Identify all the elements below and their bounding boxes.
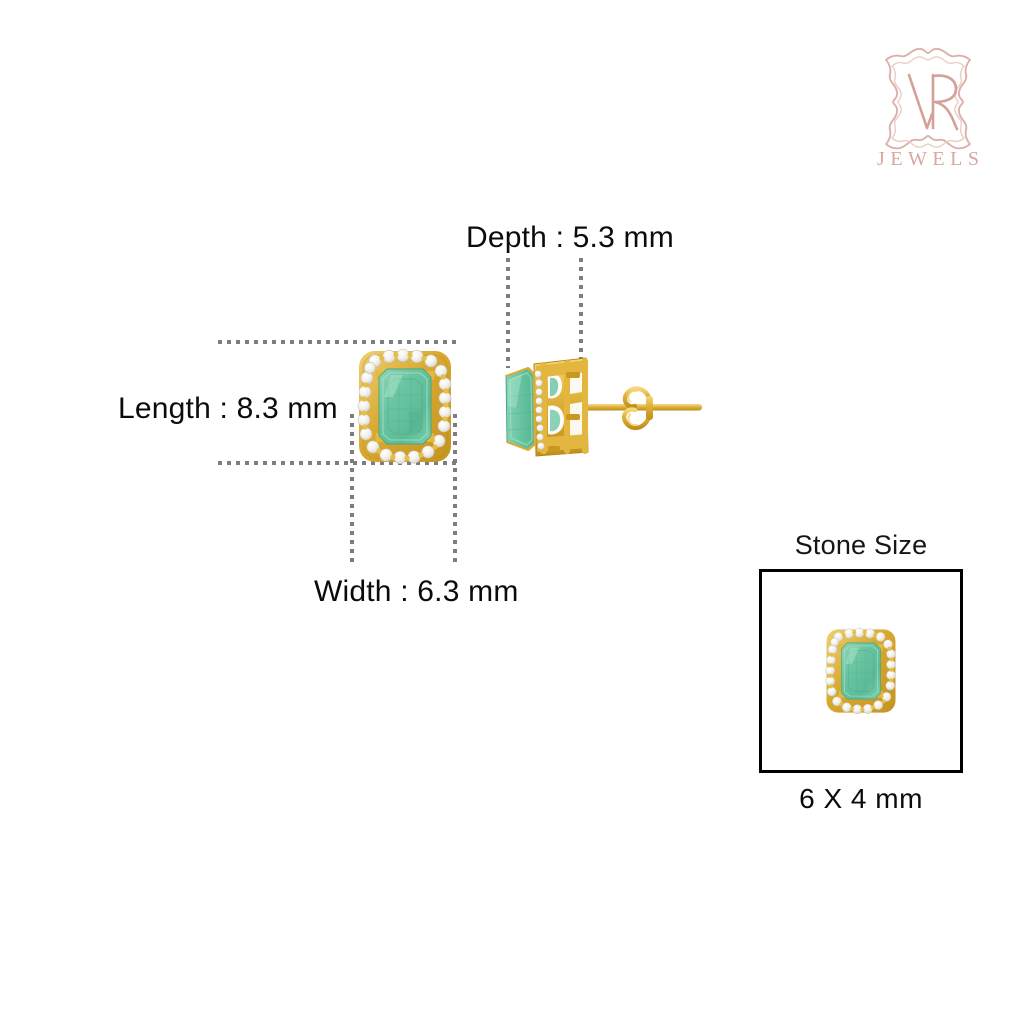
depth-label: Depth : 5.3 mm bbox=[466, 221, 674, 254]
stone-size-caption: 6 X 4 mm bbox=[799, 783, 923, 814]
brand-logo: JEWELS bbox=[856, 44, 1000, 174]
width-guide-right bbox=[453, 414, 457, 566]
stone-size-box bbox=[759, 569, 963, 773]
width-guide-left bbox=[350, 414, 354, 566]
depth-guide-right bbox=[579, 258, 583, 368]
stone-size-panel: Stone Size bbox=[759, 530, 963, 815]
depth-guide-left bbox=[506, 258, 510, 368]
width-label: Width : 6.3 mm bbox=[314, 575, 519, 608]
earring-front-view-image bbox=[357, 348, 453, 465]
length-label: Length : 8.3 mm bbox=[118, 392, 338, 425]
length-guide-bottom bbox=[218, 461, 461, 465]
earring-side-view-image bbox=[504, 352, 710, 464]
length-guide-top bbox=[218, 340, 461, 344]
vr-monogram-icon bbox=[856, 44, 1000, 150]
stone-size-earring-image bbox=[825, 625, 897, 717]
stone-size-title: Stone Size bbox=[794, 530, 928, 560]
brand-name: JEWELS bbox=[877, 148, 985, 170]
